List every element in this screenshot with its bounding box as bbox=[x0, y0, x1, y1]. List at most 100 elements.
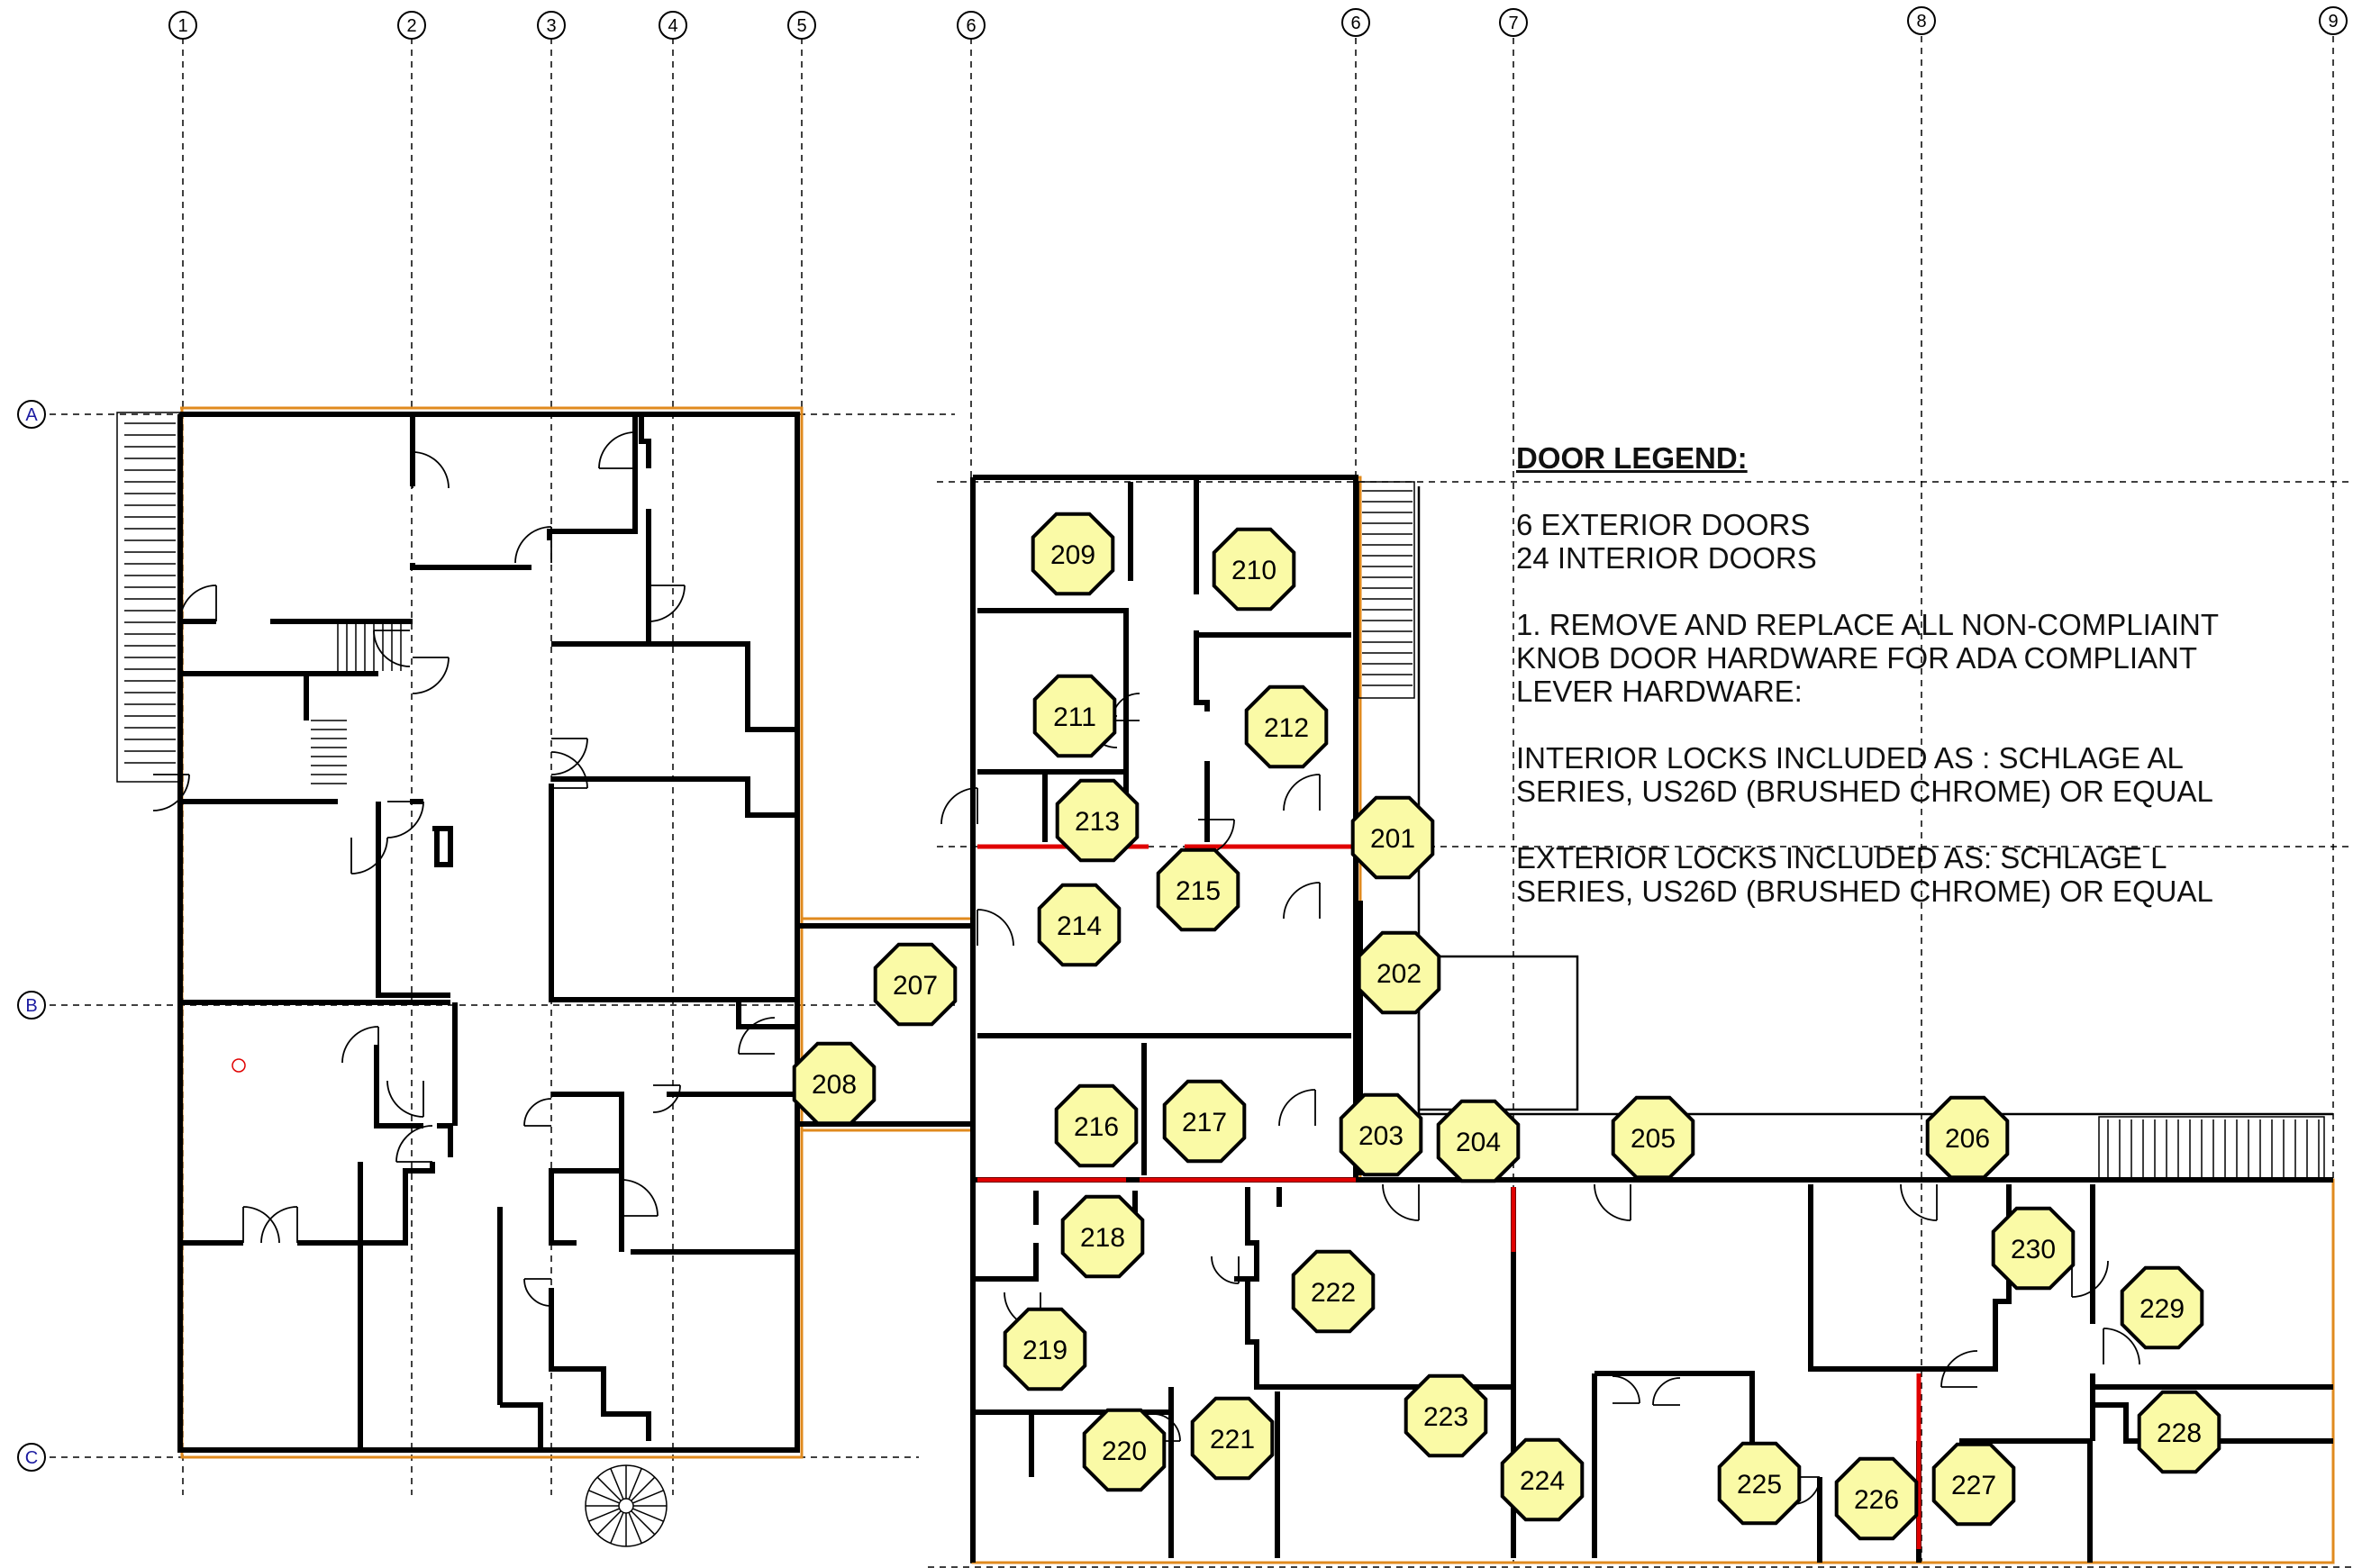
grid-column-label: 5 bbox=[796, 16, 806, 36]
door-tag-209: 209 bbox=[1031, 512, 1115, 596]
door-swing bbox=[2071, 1260, 2109, 1298]
door-tag-label: 206 bbox=[1945, 1124, 1990, 1154]
door-swing bbox=[1211, 1255, 1240, 1284]
door-swing bbox=[738, 1017, 776, 1055]
door-swing bbox=[598, 431, 636, 469]
door-swing bbox=[242, 1206, 280, 1244]
spiral-stair bbox=[585, 1464, 668, 1547]
door-tag-label: 213 bbox=[1075, 807, 1120, 837]
door-tag-label: 203 bbox=[1358, 1121, 1404, 1151]
door-tag-214: 214 bbox=[1037, 883, 1122, 967]
door-tag-218: 218 bbox=[1060, 1194, 1145, 1279]
door-tag-223: 223 bbox=[1404, 1373, 1488, 1458]
door-swing bbox=[1940, 1350, 1978, 1388]
door-tag-220: 220 bbox=[1082, 1408, 1167, 1492]
door-swing bbox=[179, 585, 217, 622]
door-tag-label: 228 bbox=[2157, 1418, 2202, 1448]
legend-exterior-locks: EXTERIOR LOCKS INCLUDED AS: SCHLAGE L bbox=[1516, 841, 2167, 875]
removed-walls bbox=[977, 844, 1921, 1549]
door-tag-228: 228 bbox=[2137, 1390, 2221, 1474]
door-tag-label: 204 bbox=[1456, 1128, 1501, 1157]
exterior-stair-west bbox=[116, 412, 181, 783]
door-swing bbox=[652, 1084, 681, 1113]
grid-column-label: 8 bbox=[1916, 12, 1926, 32]
door-tag-label: 208 bbox=[812, 1070, 857, 1100]
door-tag-219: 219 bbox=[1003, 1307, 1087, 1391]
door-swing bbox=[386, 801, 424, 838]
door-swing bbox=[1152, 1413, 1181, 1442]
grid-row-label: C bbox=[25, 1448, 38, 1468]
door-tag-201: 201 bbox=[1350, 795, 1435, 880]
door-tag-227: 227 bbox=[1931, 1442, 2016, 1527]
grid-bubbles bbox=[17, 6, 2348, 1472]
stairs bbox=[116, 412, 2325, 1547]
grid-column-label: 7 bbox=[1508, 14, 1518, 33]
grid-column-label: 2 bbox=[406, 16, 416, 36]
door-tag-label: 219 bbox=[1022, 1336, 1067, 1365]
legend-note-line: 1. REMOVE AND REPLACE ALL NON-COMPLIAINT bbox=[1516, 608, 2219, 641]
door-tag-222: 222 bbox=[1291, 1249, 1376, 1334]
door-tag-216: 216 bbox=[1054, 1083, 1139, 1168]
legend-note-line: LEVER HARDWARE: bbox=[1516, 675, 1803, 708]
door-tag-label: 229 bbox=[2140, 1294, 2185, 1324]
door-tag-label: 209 bbox=[1050, 540, 1095, 570]
door-swing bbox=[350, 837, 388, 875]
door-tag-label: 224 bbox=[1520, 1466, 1565, 1496]
door-tag-226: 226 bbox=[1834, 1456, 1919, 1541]
door-swing bbox=[1283, 774, 1321, 811]
legend-exterior-locks: SERIES, US26D (BRUSHED CHROME) OR EQUAL bbox=[1516, 875, 2213, 908]
door-tag-212: 212 bbox=[1244, 684, 1329, 769]
legend-exterior-count: 6 EXTERIOR DOORS bbox=[1516, 508, 1811, 541]
door-tag-215: 215 bbox=[1156, 847, 1240, 932]
door-tag-221: 221 bbox=[1190, 1396, 1275, 1481]
exterior-stair-south bbox=[2098, 1116, 2325, 1181]
door-swing bbox=[395, 1125, 433, 1163]
door-swing bbox=[1283, 882, 1321, 920]
walls bbox=[177, 412, 2333, 1563]
door-tag-207: 207 bbox=[873, 942, 958, 1027]
door-swing bbox=[2103, 1328, 2140, 1365]
door-swing bbox=[977, 909, 1014, 947]
door-swing bbox=[412, 451, 450, 489]
door-tag-label: 218 bbox=[1080, 1223, 1125, 1253]
door-tag-206: 206 bbox=[1925, 1095, 2010, 1180]
door-tag-label: 210 bbox=[1231, 556, 1276, 585]
door-tag-205: 205 bbox=[1611, 1095, 1695, 1180]
grid-column-label: 9 bbox=[2328, 12, 2338, 32]
door-swing bbox=[1278, 1089, 1316, 1127]
door-tag-label: 223 bbox=[1423, 1402, 1468, 1432]
door-tag-204: 204 bbox=[1436, 1099, 1521, 1183]
door-tag-208: 208 bbox=[792, 1041, 877, 1126]
door-swing bbox=[523, 1098, 552, 1127]
door-tag-211: 211 bbox=[1032, 674, 1117, 758]
legend-note-line: KNOB DOOR HARDWARE FOR ADA COMPLIANT bbox=[1516, 641, 2198, 675]
door-swing bbox=[550, 751, 588, 789]
grid-column-label: 3 bbox=[546, 16, 556, 36]
door-tag-label: 226 bbox=[1854, 1485, 1899, 1515]
door-swing bbox=[1382, 1183, 1420, 1221]
door-tag-label: 201 bbox=[1370, 824, 1415, 854]
legend-interior-locks: SERIES, US26D (BRUSHED CHROME) OR EQUAL bbox=[1516, 775, 2213, 808]
grid-column-label: 4 bbox=[668, 16, 677, 36]
door-tag-210: 210 bbox=[1212, 527, 1296, 612]
door-tag-label: 227 bbox=[1951, 1471, 1996, 1500]
door-tag-230: 230 bbox=[1991, 1206, 2076, 1291]
door-swing bbox=[523, 1278, 552, 1307]
exterior-stair-east bbox=[1358, 481, 1415, 699]
door-swing bbox=[341, 1026, 379, 1064]
door-swing bbox=[550, 738, 588, 775]
door-tag-label: 225 bbox=[1737, 1470, 1782, 1500]
door-tag-224: 224 bbox=[1500, 1437, 1585, 1522]
door-tag-label: 207 bbox=[893, 971, 938, 1001]
door-swing bbox=[412, 657, 450, 694]
door-tag-label: 212 bbox=[1264, 713, 1309, 743]
door-tag-213: 213 bbox=[1055, 778, 1140, 863]
door-tag-label: 211 bbox=[1053, 702, 1096, 732]
door-tag-label: 221 bbox=[1210, 1425, 1255, 1455]
door-swing bbox=[621, 1179, 659, 1217]
door-swing bbox=[152, 774, 190, 811]
door-tag-225: 225 bbox=[1717, 1441, 1802, 1526]
door-tag-label: 205 bbox=[1631, 1124, 1676, 1154]
grid-column-label: 1 bbox=[177, 16, 187, 36]
